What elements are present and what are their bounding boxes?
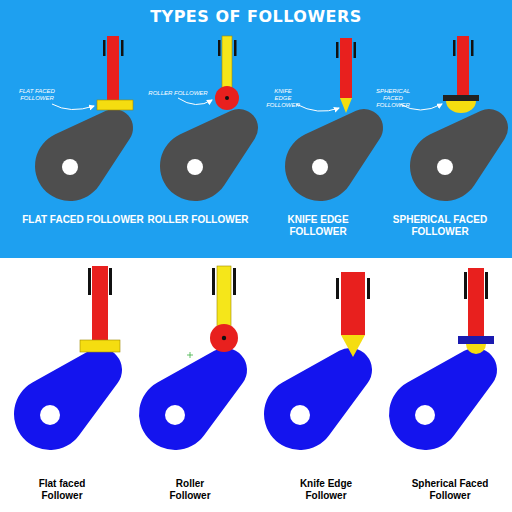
cam-body xyxy=(264,348,372,450)
callout-label: FLAT FACED FOLLOWER xyxy=(17,88,57,102)
cam-shaft-hole xyxy=(40,405,60,425)
follower-caption: ROLLER FOLLOWER xyxy=(143,214,253,226)
cam-body xyxy=(35,109,133,201)
bottom-flat-follower xyxy=(80,266,120,352)
callout-arrow xyxy=(52,104,94,110)
follower-caption: KNIFE EDGE FOLLOWER xyxy=(258,214,378,238)
cam-body xyxy=(285,109,383,201)
cam-body xyxy=(14,348,122,450)
cam-shaft-hole xyxy=(437,159,453,175)
bottom-roller-follower xyxy=(187,266,238,358)
callout-label: SPHERICAL FACED FOLLOWER xyxy=(367,88,419,109)
top-background xyxy=(0,0,512,258)
cam-body xyxy=(160,109,258,201)
callout-label: KNIFE EDGE FOLLOWER xyxy=(265,88,301,109)
follower-caption: Roller Follower xyxy=(160,478,220,502)
cam-shaft-hole xyxy=(62,159,78,175)
top-knife-follower xyxy=(336,38,356,113)
top-roller-follower xyxy=(215,36,239,110)
cam-body xyxy=(389,348,497,450)
cam-shaft-hole xyxy=(312,159,328,175)
follower-caption: Spherical Faced Follower xyxy=(403,478,498,502)
follower-caption: FLAT FACED FOLLOWER xyxy=(21,214,146,226)
follower-caption: Flat faced Follower xyxy=(25,478,100,502)
cam-body xyxy=(410,109,508,201)
top-flat-follower xyxy=(97,36,133,110)
follower-caption: Knife Edge Follower xyxy=(289,478,364,502)
cam-shaft-hole xyxy=(415,405,435,425)
title: TYPES OF FOLLOWERS xyxy=(106,7,406,26)
cam-shaft-hole xyxy=(165,405,185,425)
callout-label: ROLLER FOLLOWER xyxy=(141,90,216,97)
cam-shaft-hole xyxy=(187,159,203,175)
callout-arrow xyxy=(296,104,339,111)
bottom-spherical-follower xyxy=(458,268,494,354)
callout-arrow xyxy=(178,98,212,105)
cam-body xyxy=(139,348,247,450)
follower-caption: SPHERICAL FACED FOLLOWER xyxy=(385,214,495,238)
bottom-knife-follower xyxy=(336,272,370,357)
cam-shaft-hole xyxy=(290,405,310,425)
top-spherical-follower xyxy=(443,36,479,113)
